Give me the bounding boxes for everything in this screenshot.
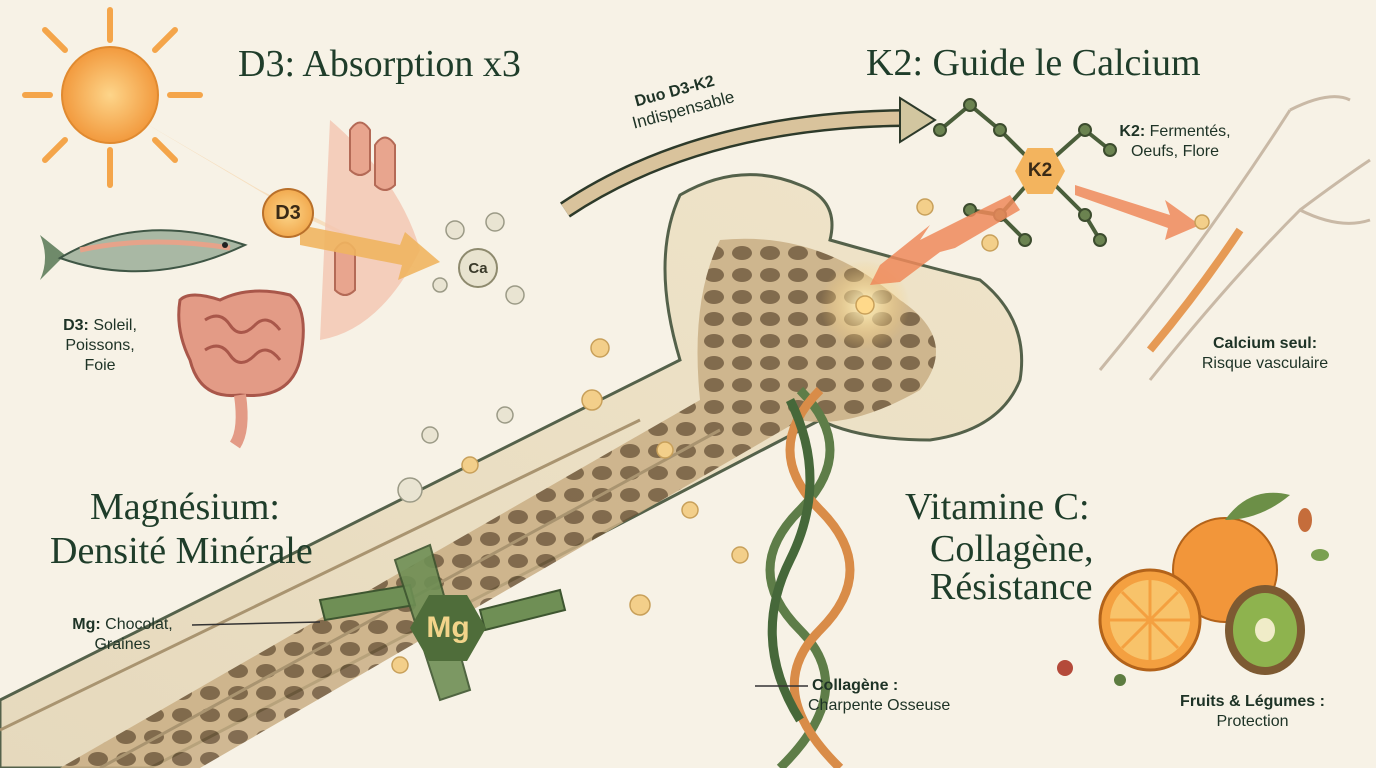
- d3-sources-bold: D3:: [63, 317, 89, 334]
- k2-sources: K2: Fermentés, Oeufs, Flore: [1110, 122, 1240, 162]
- fruits-label: Fruits & Légumes : Protection: [1170, 692, 1335, 732]
- d3-arrow: [300, 225, 440, 280]
- vitamin-c-title: Vitamine C:: [905, 486, 1090, 528]
- calcium-warning-bold: Calcium seul:: [1212, 335, 1318, 352]
- fruits-illustration: [1057, 492, 1329, 686]
- collagen-label-sub: Charpente Osseuse: [808, 697, 951, 714]
- intestine-icon: [177, 289, 305, 449]
- ca-badge: Ca: [458, 248, 498, 288]
- collagen-label-bold: Collagène :: [812, 677, 899, 694]
- d3-sources-1: Soleil,: [93, 317, 137, 334]
- fruits-label-bold: Fruits & Légumes :: [1180, 693, 1325, 710]
- k2-sources-1: Fermentés,: [1149, 123, 1231, 140]
- k2-sources-2: Oeufs, Flore: [1130, 143, 1220, 160]
- fruits-label-sub: Protection: [1216, 713, 1289, 730]
- collagen-label: Collagène : Charpente Osseuse: [808, 676, 950, 716]
- magnesium-title: Magnésium:: [90, 486, 280, 528]
- mg-leader-line: [191, 621, 321, 626]
- mg-sources-2: Graines: [94, 636, 151, 653]
- fish-icon: [40, 229, 248, 280]
- mg-sources-bold: Mg:: [72, 616, 101, 633]
- duo-arrow: [560, 96, 937, 218]
- intestinal-villi: [320, 120, 420, 340]
- vitamin-c-line3: Résistance: [930, 566, 1093, 608]
- k2-sources-bold: K2:: [1119, 123, 1146, 140]
- sun-icon: [22, 7, 420, 270]
- artery-illustration: [1098, 95, 1371, 381]
- d3-sources: D3: Soleil, Poissons, Foie: [50, 316, 150, 376]
- k2-to-bone-arrow: [870, 195, 1020, 285]
- k2-title: K2: Guide le Calcium: [866, 42, 1201, 84]
- d3-sources-2: Poissons,: [65, 337, 135, 354]
- calcium-warning: Calcium seul: Risque vasculaire: [1180, 334, 1350, 374]
- d3-badge: D3: [262, 188, 314, 238]
- d3-title: D3: Absorption x3: [238, 43, 521, 85]
- mg-sources-1: Chocolat,: [105, 616, 173, 633]
- collagen-helix: [765, 386, 855, 768]
- calcium-warning-sub: Risque vasculaire: [1201, 355, 1329, 372]
- mg-sources: Mg: Chocolat, Graines: [55, 615, 190, 655]
- d3-sources-3: Foie: [84, 357, 116, 374]
- vitamin-c-line2: Collagène,: [930, 528, 1094, 570]
- magnesium-subtitle: Densité Minérale: [50, 530, 313, 572]
- calcium-particles: [391, 198, 1210, 674]
- k2-to-artery-arrow: [1075, 185, 1200, 240]
